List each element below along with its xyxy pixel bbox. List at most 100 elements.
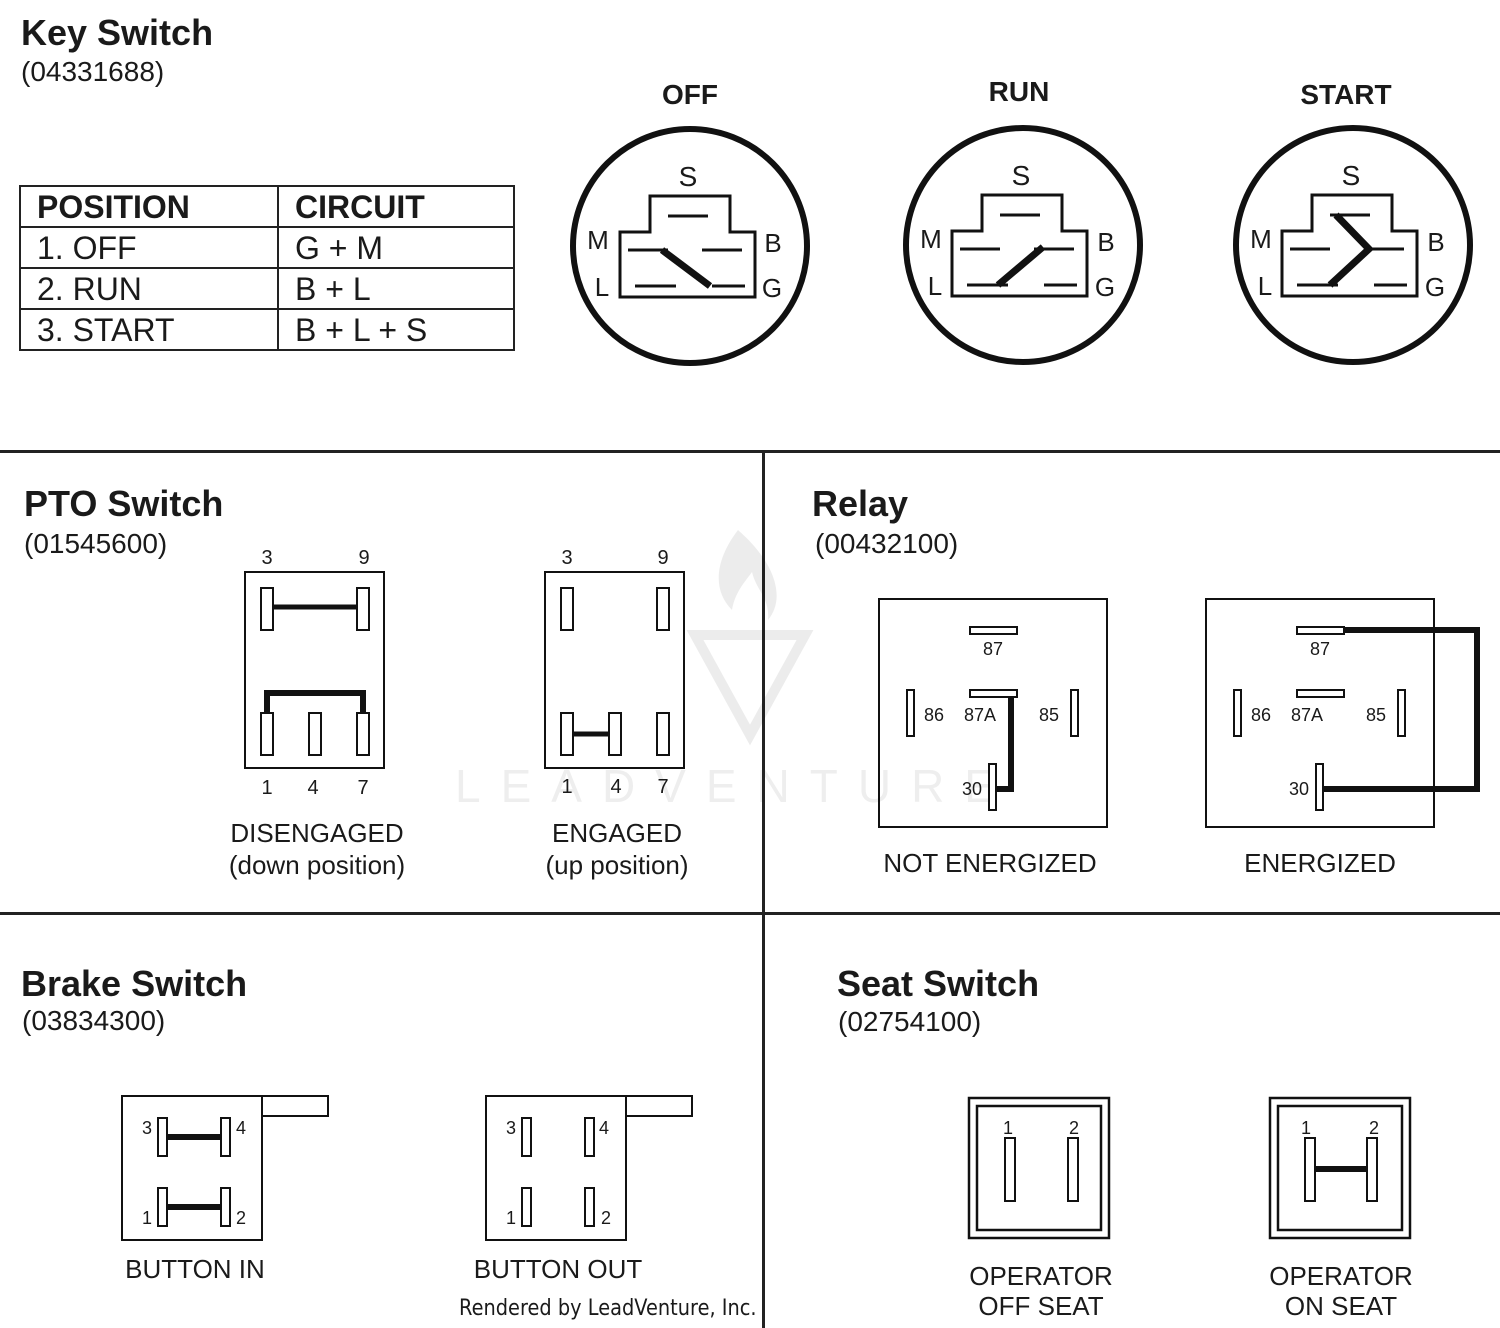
- brake-switch-part-number: (03834300): [22, 1005, 166, 1036]
- pin-label: 7: [357, 777, 368, 799]
- pin-label: 1: [506, 1208, 516, 1228]
- state-label: OFF SEAT: [978, 1291, 1103, 1321]
- key-switch-table: POSITION CIRCUIT 1. OFF G + M 2. RUN B +…: [19, 185, 515, 351]
- pin-label: 1: [561, 776, 572, 798]
- terminal-86: 86: [924, 705, 944, 725]
- state-label: DISENGAGED: [230, 818, 403, 848]
- pin-label: 2: [1369, 1118, 1379, 1138]
- terminal-s: S: [1012, 160, 1031, 191]
- pto-switch-title: PTO Switch: [24, 483, 224, 524]
- terminal-30: 30: [962, 779, 982, 799]
- watermark-text: LEADVENTURE: [455, 760, 1015, 812]
- state-label: OPERATOR: [969, 1261, 1113, 1291]
- brake-button-in-diagram: 3 4 1 2 BUTTON IN: [121, 1095, 329, 1284]
- terminal-l: L: [595, 272, 609, 302]
- terminal-b: B: [1427, 227, 1444, 257]
- table-row: 2. RUN B + L: [19, 267, 515, 310]
- terminal-g: G: [1095, 272, 1115, 302]
- pin-label: 4: [610, 776, 621, 798]
- terminal-l: L: [928, 271, 942, 301]
- brake-switch-title: Brake Switch: [21, 963, 248, 1004]
- pin-label: 4: [599, 1118, 609, 1138]
- table-cell: 1. OFF: [19, 226, 279, 269]
- pto-disengaged-diagram: 3 9 1 4 7 DISENGAGED (down position): [229, 547, 405, 880]
- terminal-m: M: [587, 225, 609, 255]
- terminal-s: S: [1342, 160, 1361, 191]
- key-start-diagram: START S M L B G: [1233, 79, 1473, 365]
- key-run-diagram: RUN S M L B G: [903, 76, 1143, 365]
- seat-on-diagram: 1 2 OPERATOR ON SEAT: [1268, 1096, 1413, 1321]
- table-cell: G + M: [277, 226, 515, 269]
- terminal-30: 30: [1289, 779, 1309, 799]
- terminal-s: S: [679, 161, 698, 192]
- table-header-row: POSITION CIRCUIT: [19, 185, 515, 228]
- leadventure-watermark: LEADVENTURE: [455, 530, 1015, 812]
- pto-switch-part-number: (01545600): [24, 528, 168, 559]
- credit-text: Rendered by LeadVenture, Inc.: [459, 1296, 757, 1321]
- state-label: NOT ENERGIZED: [883, 848, 1096, 878]
- pin-label: 2: [601, 1208, 611, 1228]
- pin-label: 3: [142, 1118, 152, 1138]
- brake-button-out-diagram: 3 4 1 2 BUTTON OUT: [474, 1095, 693, 1284]
- relay-title: Relay: [812, 483, 909, 524]
- state-label: ENGAGED: [552, 818, 682, 848]
- pin-label: 1: [142, 1208, 152, 1228]
- table-header-circuit: CIRCUIT: [277, 185, 515, 228]
- position-label: RUN: [989, 76, 1050, 107]
- terminal-m: M: [1250, 224, 1272, 254]
- terminal-86: 86: [1251, 705, 1271, 725]
- pin-label: 3: [561, 547, 572, 569]
- divider-vertical: [762, 452, 765, 1328]
- terminal-87a: 87A: [964, 705, 996, 725]
- relay-energized-diagram: 87 86 87A 85 30 ENERGIZED: [1205, 598, 1480, 878]
- divider-top: [0, 450, 1500, 453]
- pin-label: 2: [236, 1208, 246, 1228]
- pin-label: 1: [261, 777, 272, 799]
- key-off-diagram: OFF S M L B G: [570, 79, 810, 366]
- table-row: 3. START B + L + S: [19, 308, 515, 351]
- table-cell: 2. RUN: [19, 267, 279, 310]
- state-label: OPERATOR: [1269, 1261, 1413, 1291]
- seat-switch-title: Seat Switch: [837, 963, 1040, 1004]
- terminal-g: G: [762, 273, 782, 303]
- terminal-87: 87: [1310, 639, 1330, 659]
- table-header-position: POSITION: [19, 185, 279, 228]
- pin-label: 9: [358, 547, 369, 569]
- terminal-b: B: [1097, 227, 1114, 257]
- key-switch-title: Key Switch: [21, 12, 214, 53]
- state-label: ENERGIZED: [1244, 848, 1396, 878]
- seat-off-diagram: 1 2 OPERATOR OFF SEAT: [967, 1096, 1113, 1321]
- terminal-g: G: [1425, 272, 1445, 302]
- pin-label: 1: [1301, 1118, 1311, 1138]
- position-label: OFF: [662, 79, 718, 110]
- state-sublabel: (up position): [545, 850, 688, 880]
- table-cell: B + L + S: [277, 308, 515, 351]
- terminal-87a: 87A: [1291, 705, 1323, 725]
- terminal-85: 85: [1366, 705, 1386, 725]
- pin-label: 3: [506, 1118, 516, 1138]
- state-label: BUTTON IN: [125, 1254, 265, 1284]
- pin-label: 7: [657, 776, 668, 798]
- pin-label: 1: [1003, 1118, 1013, 1138]
- pin-label: 3: [261, 547, 272, 569]
- state-label: ON SEAT: [1285, 1291, 1397, 1321]
- divider-middle: [0, 912, 1500, 915]
- pto-engaged-diagram: 3 9 1 4 7 ENGAGED (up position): [544, 547, 689, 880]
- pin-label: 9: [657, 547, 668, 569]
- terminal-m: M: [920, 224, 942, 254]
- table-row: 1. OFF G + M: [19, 226, 515, 269]
- terminal-87: 87: [983, 639, 1003, 659]
- position-label: START: [1300, 79, 1391, 110]
- terminal-85: 85: [1039, 705, 1059, 725]
- relay-not-energized-diagram: 87 86 87A 85 30 NOT ENERGIZED: [878, 598, 1108, 878]
- pin-label: 4: [236, 1118, 246, 1138]
- state-label: BUTTON OUT: [474, 1254, 643, 1284]
- terminal-b: B: [764, 228, 781, 258]
- relay-part-number: (00432100): [815, 528, 959, 559]
- table-cell: 3. START: [19, 308, 279, 351]
- terminal-l: L: [1258, 271, 1272, 301]
- table-cell: B + L: [277, 267, 515, 310]
- pin-label: 2: [1069, 1118, 1079, 1138]
- pin-label: 4: [307, 777, 318, 799]
